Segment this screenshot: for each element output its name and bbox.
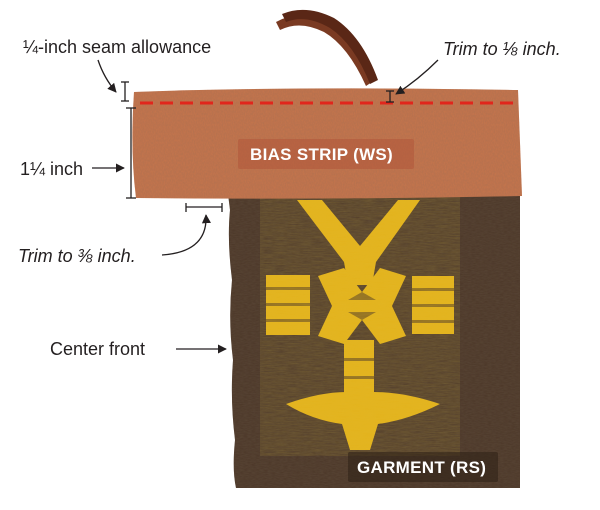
leader-line-icon (395, 59, 439, 95)
width-label: 1¼ inch (20, 159, 84, 179)
width-bracket (126, 107, 136, 199)
garment-label: GARMENT (RS) (357, 458, 487, 477)
bias-strip-label-bg (238, 139, 414, 169)
trim-three-eighths-label: Trim to ⅜ inch. (18, 246, 136, 266)
garment-motif (260, 196, 460, 456)
garment-label-bg (348, 452, 498, 482)
trim-three-eighths-bracket (185, 203, 223, 212)
dimension-bracket-icon (121, 81, 129, 102)
trim-eighth-label: Trim to ⅛ inch. (443, 39, 561, 59)
cord (276, 9, 378, 86)
bias-strip-label: BIAS STRIP (WS) (250, 145, 394, 164)
leader-line-icon (97, 59, 117, 93)
trim-eighth-bracket (386, 90, 394, 103)
leader-line-icon (161, 214, 211, 256)
seam-allowance-label: ¼-inch seam allowance (23, 37, 212, 57)
center-front-label: Center front (50, 339, 146, 359)
